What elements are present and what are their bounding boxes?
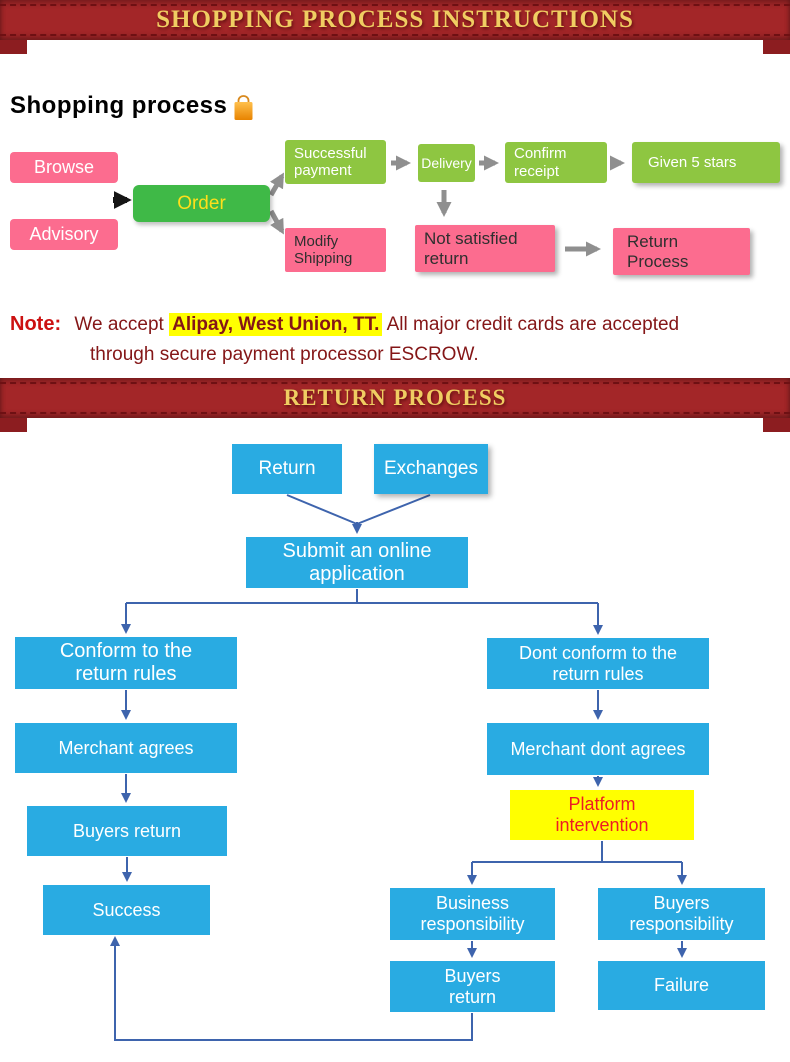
flow-node-merchant-dont-agrees: Merchant dont agrees (487, 723, 709, 775)
return-banner-title: RETURN PROCESS (283, 385, 507, 410)
flow-node-return: Return (232, 444, 342, 494)
return-ribbon-tab-left (0, 418, 27, 432)
flow-node-business-responsibility: Business responsibility (390, 888, 555, 940)
ribbon-tab-right (763, 40, 790, 54)
flow-node-confirm-receipt: Confirm receipt (505, 142, 607, 183)
note-section: Note: We accept Alipay, West Union, TT. … (10, 313, 790, 366)
flow-node-failure: Failure (598, 961, 765, 1010)
shopping-banner: SHOPPING PROCESS INSTRUCTIONS (0, 0, 790, 40)
note-accept-text: We accept (74, 314, 164, 335)
shopping-process-heading: Shopping process (10, 92, 255, 120)
flow-node-browse: Browse (10, 152, 118, 183)
ribbon-tab-left (0, 40, 27, 54)
flow-node-submit-application: Submit an online application (246, 537, 468, 588)
shopping-banner-title: SHOPPING PROCESS INSTRUCTIONS (156, 6, 634, 33)
note-rest-text: All major credit cards are accepted (386, 314, 680, 335)
flow-node-platform-intervention: Platform intervention (510, 790, 694, 840)
note-payment-highlight: Alipay, West Union, TT. (169, 313, 383, 336)
flow-node-buyers-return: Buyers return (27, 806, 227, 856)
shopping-process-heading-text: Shopping process (10, 92, 228, 119)
note-label: Note: (10, 313, 62, 335)
flow-node-modify-shipping: Modify Shipping (285, 228, 386, 272)
note-line1: Note: We accept Alipay, West Union, TT. … (10, 313, 790, 336)
note-line2: through secure payment processor ESCROW. (90, 344, 479, 365)
flow-node-buyers-return-2: Buyers return (390, 961, 555, 1012)
flow-node-merchant-agrees: Merchant agrees (15, 723, 237, 773)
flow-node-buyers-responsibility: Buyers responsibility (598, 888, 765, 940)
flow-node-return-process: Return Process (613, 228, 750, 275)
return-banner-stitch (0, 382, 790, 414)
flow-node-not-satisfied-return: Not satisfied return (415, 225, 555, 272)
flow-node-conform-rules: Conform to the return rules (15, 637, 237, 689)
banner-stitch (0, 4, 790, 36)
flow-node-exchanges: Exchanges (374, 444, 488, 494)
flow-node-advisory: Advisory (10, 219, 118, 250)
flow-node-successful-payment: Successful payment (285, 140, 386, 184)
flow-node-order: Order (133, 185, 270, 222)
return-ribbon-tab-right (763, 418, 790, 432)
shopping-bag-icon (234, 95, 253, 120)
return-banner: RETURN PROCESS (0, 378, 790, 418)
flow-node-dont-conform-rules: Dont conform to the return rules (487, 638, 709, 689)
flow-node-given-5-stars: Given 5 stars (632, 142, 780, 183)
flow-node-success: Success (43, 885, 210, 935)
flow-node-delivery: Delivery (418, 144, 475, 182)
